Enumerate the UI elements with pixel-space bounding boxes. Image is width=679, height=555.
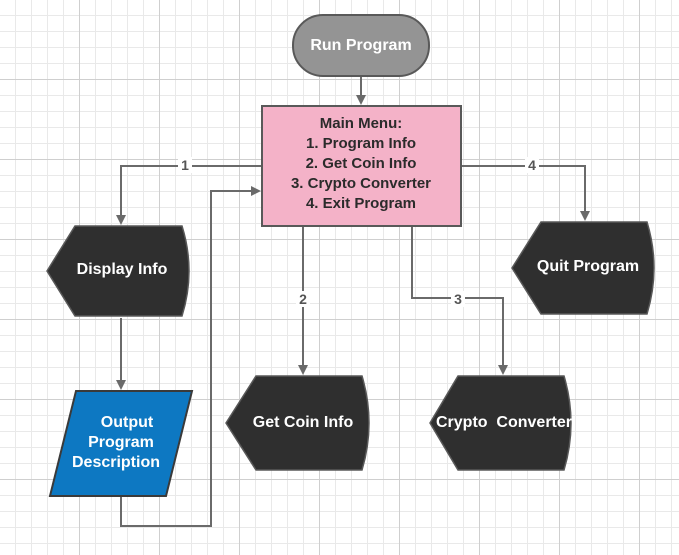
- main-menu-line-4: 4. Exit Program: [306, 195, 416, 212]
- run-program-label: Run Program: [310, 37, 411, 54]
- main-menu-line-2: 2. Get Coin Info: [306, 155, 417, 172]
- edge-label-1: 1: [181, 157, 189, 173]
- main-menu-line-1: 1. Program Info: [306, 135, 416, 152]
- edge-labels: 1 4 2 3: [178, 157, 539, 307]
- edge-label-3: 3: [454, 291, 462, 307]
- node-crypto-converter[interactable]: Crypto Converter: [429, 375, 572, 471]
- node-main-menu[interactable]: Main Menu: 1. Program Info 2. Get Coin I…: [261, 105, 462, 227]
- edge-output-back-to-menu: [120, 186, 261, 527]
- get-coin-info-label: Get Coin Info: [253, 414, 354, 431]
- edge-menu-to-quit: [461, 165, 590, 221]
- edge-menu-to-display: [116, 165, 262, 225]
- display-info-label: Display Info: [77, 261, 168, 278]
- node-run-program[interactable]: Run Program: [292, 14, 430, 77]
- quit-program-label: Quit Program: [537, 258, 639, 275]
- main-menu-line-0: Main Menu:: [320, 115, 403, 132]
- node-quit-program[interactable]: Quit Program: [511, 221, 655, 315]
- edge-label-2: 2: [299, 291, 307, 307]
- crypto-converter-label: Crypto Converter: [436, 414, 572, 431]
- node-display-info[interactable]: Display Info: [46, 225, 190, 317]
- node-get-coin-info[interactable]: Get Coin Info: [225, 375, 370, 471]
- node-output-description[interactable]: Output Program Description: [48, 390, 194, 497]
- output-line-1: Program: [88, 434, 154, 451]
- output-line-0: Output: [101, 414, 154, 431]
- edge-label-4: 4: [528, 157, 536, 173]
- output-line-2: Description: [72, 454, 160, 471]
- main-menu-line-3: 3. Crypto Converter: [291, 175, 431, 192]
